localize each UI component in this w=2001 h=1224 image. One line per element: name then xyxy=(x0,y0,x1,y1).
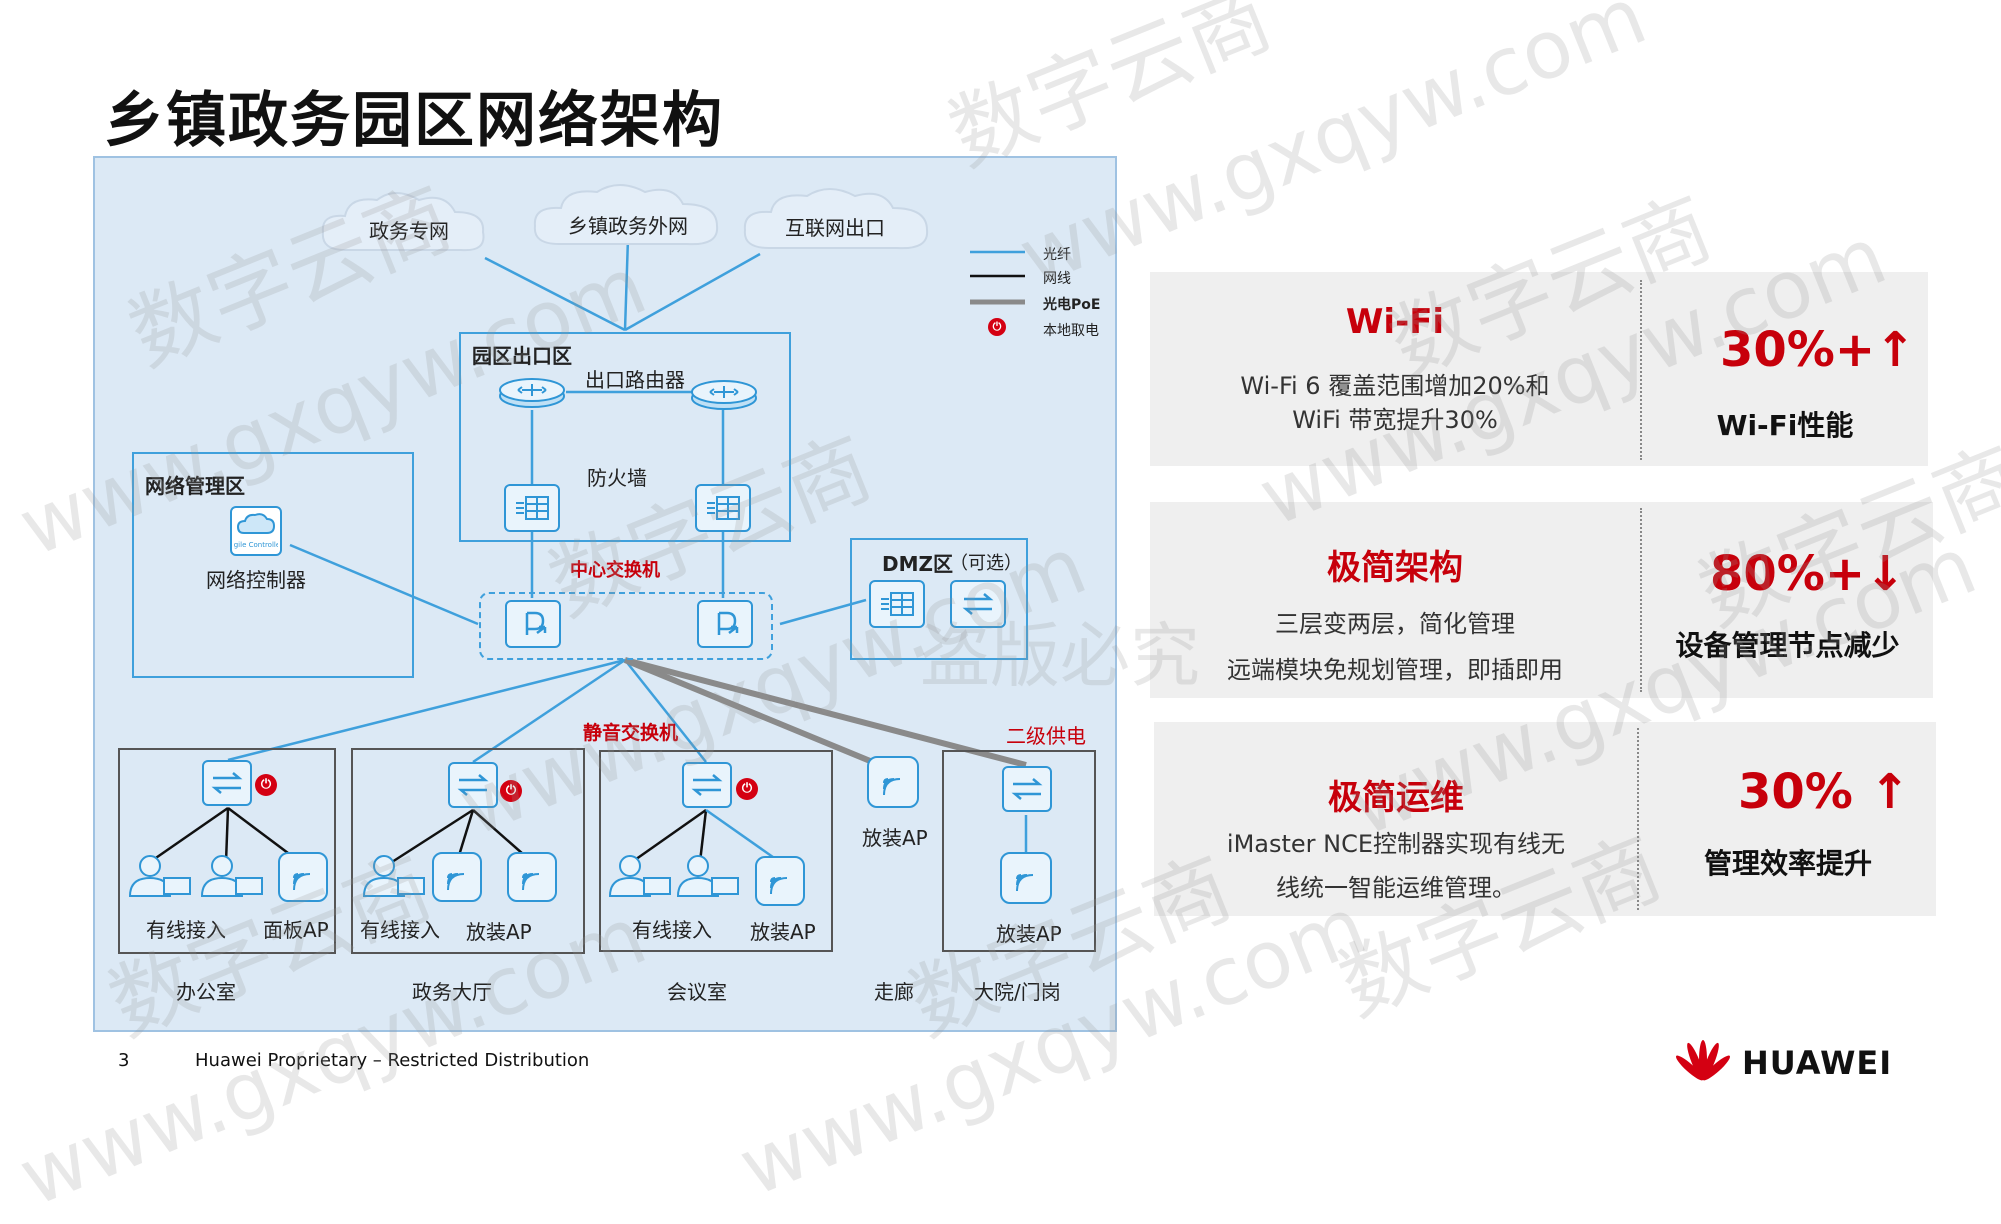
user-pc-icon xyxy=(608,855,671,897)
svg-text:Agile Controller: Agile Controller xyxy=(234,541,278,549)
router-icon xyxy=(499,378,565,408)
room-name: 走廊 xyxy=(874,980,914,1004)
slide: 乡镇政务园区网络架构 xyxy=(7,0,2001,1224)
second-power-label: 二级供电 xyxy=(1006,724,1086,748)
cloud-gov-private xyxy=(321,192,485,252)
room-meeting xyxy=(599,750,833,952)
card-stat-label: 设备管理节点减少 xyxy=(1675,629,1900,662)
user-pc-icon xyxy=(200,855,263,897)
feature-card-ops xyxy=(1154,722,1936,916)
core-switch-icon xyxy=(505,600,561,648)
user-pc-icon xyxy=(128,855,191,897)
core-switch-icon xyxy=(697,600,753,648)
card-title: Wi-Fi xyxy=(1345,302,1445,342)
wired-access-label: 有线接入 xyxy=(146,918,226,942)
card-desc-line: 远端模块免规划管理，即插即用 xyxy=(1227,656,1563,684)
legend-poe: 光电PoE xyxy=(1043,297,1101,313)
card-stat: 30%+↑ xyxy=(1720,322,1916,378)
ap-icon xyxy=(755,856,805,906)
card-title: 极简架构 xyxy=(1327,548,1463,588)
ap-label: 放装AP xyxy=(996,922,1062,946)
dmz-label: DMZ区 xyxy=(882,552,954,576)
user-pc-icon xyxy=(676,855,739,897)
room-name: 办公室 xyxy=(176,980,236,1004)
power-plug-icon: ⏻ xyxy=(255,774,277,796)
core-switch-group xyxy=(479,592,773,660)
cloud-internet xyxy=(743,188,929,250)
panel-ap-icon xyxy=(278,852,328,902)
wired-access-label: 有线接入 xyxy=(632,918,712,942)
egress-zone-label: 园区出口区 xyxy=(472,344,572,368)
cloud-label: 乡镇政务外网 xyxy=(568,214,688,238)
ap-icon xyxy=(1000,852,1052,904)
mgmt-zone-label: 网络管理区 xyxy=(145,474,245,498)
ap-label: 放装AP xyxy=(466,920,532,944)
mgmt-zone xyxy=(132,452,414,678)
page-number: 3 xyxy=(118,1050,130,1071)
wired-access-label: 有线接入 xyxy=(360,918,440,942)
card-divider xyxy=(1640,508,1642,692)
access-switch-icon xyxy=(448,762,498,808)
power-plug-icon: ⏻ xyxy=(988,318,1006,336)
cloud-label: 互联网出口 xyxy=(785,216,885,240)
room-hall xyxy=(351,748,585,954)
card-stat: 30% ↑ xyxy=(1738,764,1910,820)
dmz-zone xyxy=(850,538,1028,660)
card-desc-line: Wi-Fi 6 覆盖范围增加20%和 xyxy=(1240,372,1550,400)
ap-icon xyxy=(432,852,482,902)
card-stat-label: 管理效率提升 xyxy=(1703,847,1872,880)
card-desc-line: WiFi 带宽提升30% xyxy=(1292,406,1498,434)
page-title: 乡镇政务园区网络架构 xyxy=(104,86,724,156)
access-switch-icon xyxy=(682,762,732,808)
power-plug-icon: ⏻ xyxy=(736,778,758,800)
room-name: 政务大厅 xyxy=(412,980,492,1004)
firewall-icon xyxy=(869,580,925,628)
switch-icon xyxy=(950,580,1006,628)
card-desc-line: iMaster NCE控制器实现有线无 xyxy=(1226,830,1566,858)
router-icon xyxy=(691,380,757,410)
feature-card-wifi xyxy=(1150,272,1928,466)
core-switch-label: 中心交换机 xyxy=(570,560,660,581)
room-name: 大院/门岗 xyxy=(974,980,1061,1004)
huawei-logo-icon xyxy=(1675,1040,1731,1081)
card-desc-line: 三层变两层，简化管理 xyxy=(1275,610,1515,638)
cloud-label: 政务专网 xyxy=(369,219,449,243)
dmz-note: （可选） xyxy=(950,553,1022,574)
ap-icon xyxy=(867,756,919,808)
footer-text: Huawei Proprietary – Restricted Distribu… xyxy=(195,1050,590,1071)
network-diagram xyxy=(93,156,1117,1032)
card-stat-label: Wi-Fi性能 xyxy=(1716,409,1854,442)
controller-icon: Agile Controller xyxy=(230,506,282,556)
card-divider xyxy=(1640,280,1642,460)
card-divider xyxy=(1637,728,1639,910)
cloud-gov-external xyxy=(533,184,719,246)
ap-label: 放装AP xyxy=(862,826,928,850)
ap-icon xyxy=(507,852,557,902)
brand-name: HUAWEI xyxy=(1742,1044,1893,1082)
power-plug-icon: ⏻ xyxy=(500,780,522,802)
router-label: 出口路由器 xyxy=(585,368,685,392)
room-gate xyxy=(942,750,1096,952)
firewall-icon xyxy=(504,484,560,532)
room-name: 会议室 xyxy=(667,980,727,1004)
legend-cable: 网线 xyxy=(1043,271,1071,287)
silent-switch-label: 静音交换机 xyxy=(583,722,679,744)
card-desc-line: 线统一智能运维管理。 xyxy=(1276,874,1516,902)
feature-card-arch xyxy=(1150,502,1933,698)
legend-local-power: 本地取电 xyxy=(1043,323,1099,339)
room-office xyxy=(118,748,336,954)
card-title: 极简运维 xyxy=(1328,778,1464,818)
user-pc-icon xyxy=(362,855,425,897)
controller-label: 网络控制器 xyxy=(206,568,306,592)
access-switch-icon xyxy=(202,760,252,806)
egress-zone xyxy=(459,332,791,542)
firewall-label: 防火墙 xyxy=(587,466,647,490)
legend-fiber: 光纤 xyxy=(1043,247,1071,263)
firewall-icon xyxy=(695,484,751,532)
card-stat: 80%+↓ xyxy=(1710,546,1906,602)
access-switch-icon xyxy=(1002,766,1052,812)
ap-label: 放装AP xyxy=(750,920,816,944)
ap-label: 面板AP xyxy=(263,918,329,942)
